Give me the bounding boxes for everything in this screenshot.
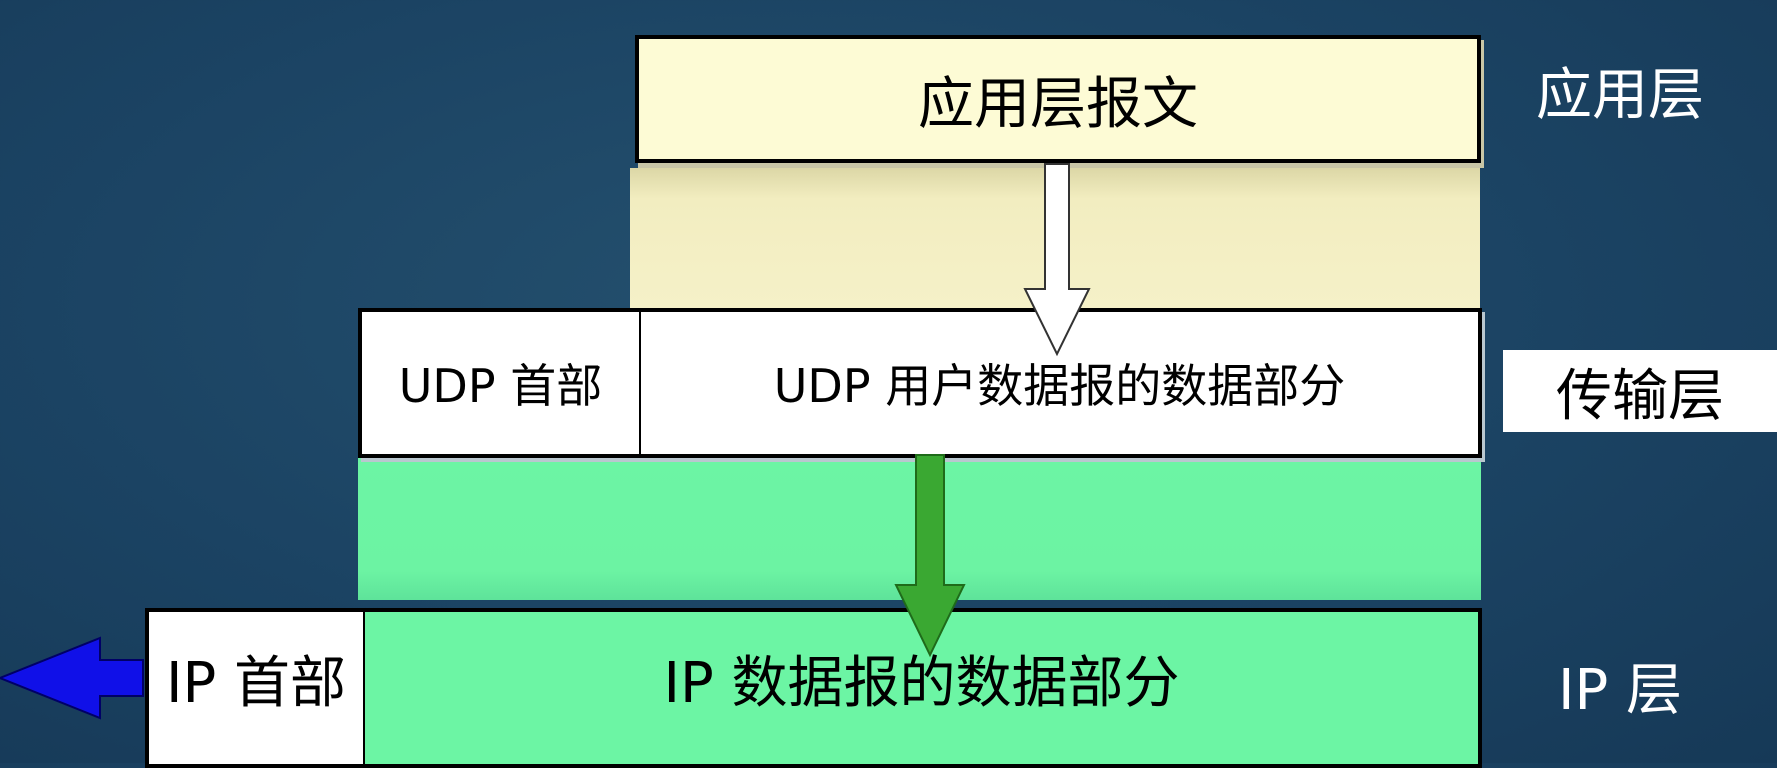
app-message-box: 应用层报文	[635, 35, 1481, 163]
udp-datagram-box: UDP 首部 UDP 用户数据报的数据部分	[358, 308, 1482, 458]
app-message-label: 应用层报文	[918, 71, 1198, 137]
udp-header-cell: UDP 首部	[362, 312, 641, 454]
ip-layer-label: IP 层	[1557, 657, 1683, 723]
transport-layer-label: 传输层	[1503, 350, 1777, 432]
app-layer-label: 应用层	[1536, 62, 1704, 128]
app-to-transport-arrow	[1023, 163, 1091, 357]
ip-data-label: IP 数据报的数据部分	[663, 650, 1180, 716]
ip-datagram-box: IP 首部 IP 数据报的数据部分	[145, 608, 1482, 768]
ip-outgoing-arrow	[0, 636, 144, 720]
transport-to-ip-arrow	[894, 454, 966, 658]
udp-header-label: UDP 首部	[398, 359, 603, 413]
udp-data-label: UDP 用户数据报的数据部分	[773, 359, 1346, 413]
ip-header-cell: IP 首部	[149, 612, 365, 764]
ip-header-label: IP 首部	[165, 650, 347, 716]
